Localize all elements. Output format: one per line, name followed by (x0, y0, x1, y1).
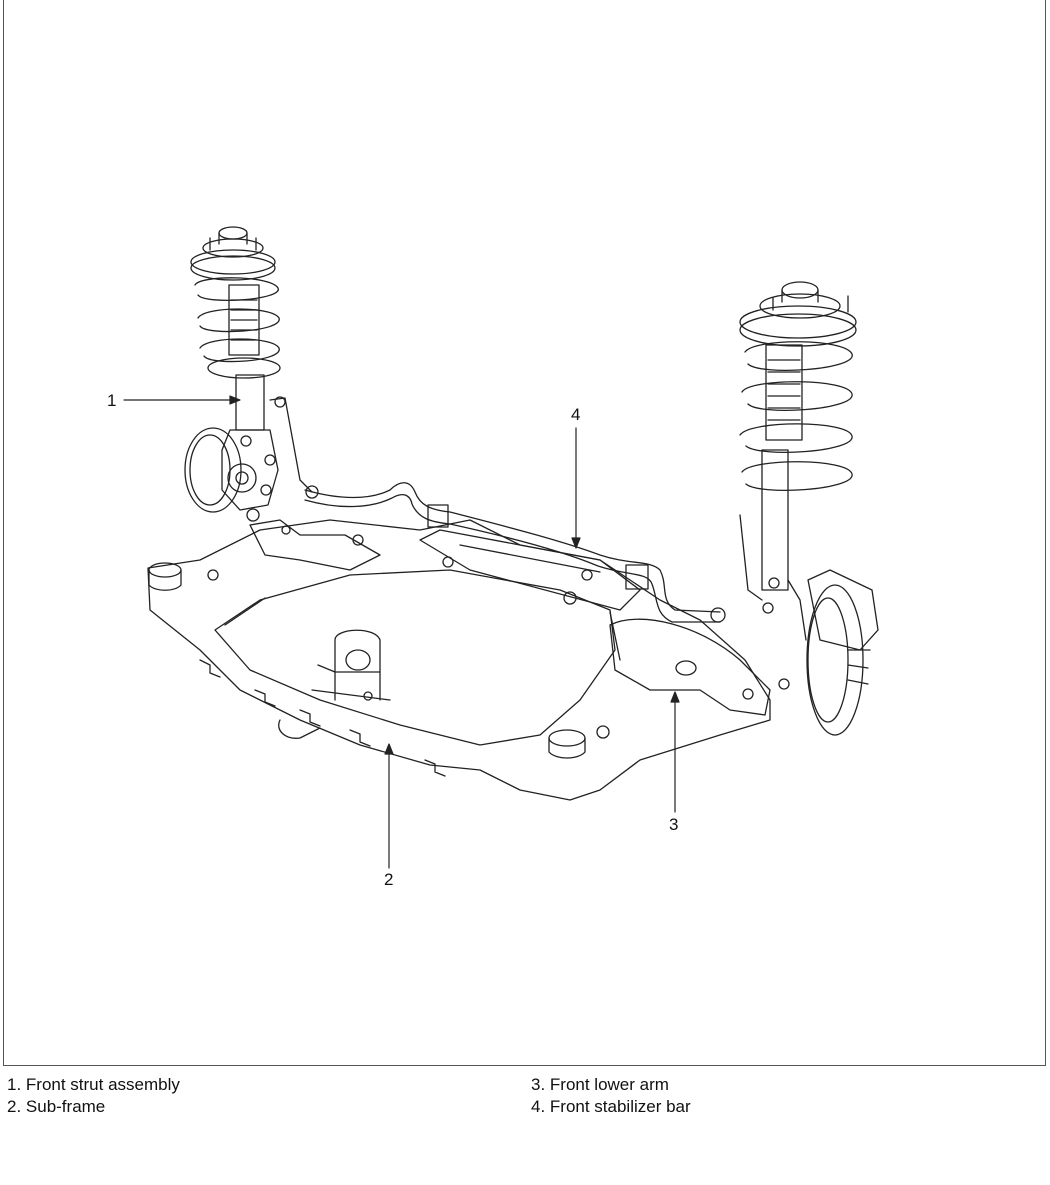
diagram-frame (3, 0, 1046, 1066)
suspension-illustration (123, 226, 879, 869)
legend-item-front-stabilizer-bar: 4. Front stabilizer bar (531, 1097, 691, 1116)
legend-item-front-strut: 1. Front strut assembly (7, 1075, 180, 1094)
legend-left: 1. Front strut assembly 2. Sub-frame (7, 1074, 180, 1118)
leader-lines (123, 395, 680, 869)
legend-right: 3. Front lower arm 4. Front stabilizer b… (531, 1074, 691, 1118)
callout-4: 4 (571, 405, 581, 424)
callout-3: 3 (669, 815, 679, 834)
left-strut-assembly (184, 226, 313, 522)
legend-item-front-lower-arm: 3. Front lower arm (531, 1075, 669, 1094)
sub-frame (147, 519, 771, 801)
callout-1: 1 (107, 391, 117, 410)
lower-arms (249, 519, 771, 716)
callout-2: 2 (384, 870, 394, 889)
right-strut-assembly (739, 281, 879, 736)
legend-item-sub-frame: 2. Sub-frame (7, 1097, 106, 1116)
